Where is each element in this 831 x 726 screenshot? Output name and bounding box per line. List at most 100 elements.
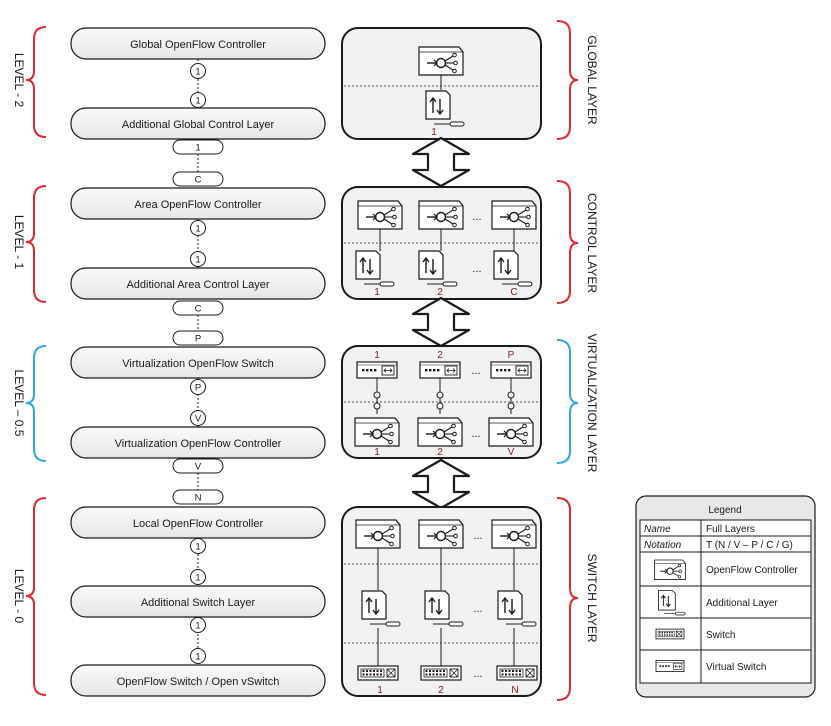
global-layer-panel: 1	[341, 27, 542, 140]
openflow-controller-icon	[488, 417, 534, 447]
openflow-controller-icon	[354, 417, 400, 447]
area-openflow-controller-label: Area OpenFlow Controller	[134, 199, 262, 211]
control-layer-number: 2	[437, 287, 443, 298]
level-0-connector-2: 1	[195, 573, 200, 584]
openflow-controller-icon	[418, 200, 464, 230]
openflow-controller-icon	[491, 200, 537, 230]
double-arrow-icon	[411, 296, 471, 348]
level-05-bracket	[25, 345, 47, 462]
legend-title: Legend	[708, 505, 741, 516]
control-layer-number: 1	[374, 287, 380, 298]
legend: Legend Name Full Layers Notation T (N / …	[635, 495, 816, 698]
level-1-label: LEVEL - 1	[12, 215, 26, 270]
switch-icon	[655, 628, 685, 640]
level-1-group: LEVEL - 1 Area OpenFlow Controller 1 1 A…	[12, 185, 326, 303]
level-0-bracket	[25, 497, 47, 696]
control-layer-label: CONTROL LAYER	[585, 193, 599, 293]
ellipsis: ...	[473, 668, 482, 680]
control-layer-group: CONTROL LAYER	[556, 180, 599, 304]
virtualization-openflow-controller-box	[70, 426, 326, 459]
global-layer-group: GLOBAL LAYER	[556, 20, 599, 140]
ellipsis: ...	[472, 211, 481, 223]
switch-layer-number: 2	[438, 685, 444, 696]
additional-global-control-layer-label: Additional Global Control Layer	[122, 119, 275, 131]
level-2-label: LEVEL - 2	[12, 53, 26, 108]
double-arrow-icon	[411, 458, 471, 510]
inter-level-tags-1: 1 C	[172, 139, 224, 187]
virtualization-bottom-number: V	[508, 447, 515, 458]
level-0-label: LEVEL - 0	[12, 569, 26, 624]
ellipsis: ...	[473, 603, 482, 615]
level-05-label: LEVEL – 0.5	[12, 370, 26, 437]
ellipsis: ...	[472, 263, 481, 275]
openflow-controller-icon	[418, 519, 464, 549]
switch-layer-panel: ... ... ... 1 2 N	[341, 506, 542, 697]
virtual-switch-icon	[655, 659, 685, 673]
openflow-switch-box	[70, 664, 326, 697]
switch-layer-label: SWITCH LAYER	[585, 553, 599, 642]
level-1-connector-top: 1	[195, 224, 200, 235]
virtualization-openflow-controller-label: Virtualization OpenFlow Controller	[115, 438, 282, 450]
virtualization-openflow-switch-label: Virtualization OpenFlow Switch	[122, 358, 273, 370]
additional-switch-layer-label: Additional Switch Layer	[141, 597, 256, 609]
additional-area-control-layer-box	[70, 267, 326, 300]
level-05-group: LEVEL – 0.5 Virtualization OpenFlow Swit…	[12, 345, 326, 462]
control-layer-bracket	[556, 180, 579, 304]
virtualization-top-number: P	[508, 350, 515, 361]
level-0-connector-3: 1	[195, 621, 200, 632]
switch-icon	[496, 665, 538, 681]
level-05-connector-bottom: V	[195, 414, 202, 425]
level-2-bracket	[25, 26, 47, 138]
switch-icon	[357, 665, 399, 681]
inter-tag-upper: C	[195, 304, 202, 315]
level-2-connector-bottom: 1	[195, 96, 200, 107]
additional-area-control-layer-label: Additional Area Control Layer	[126, 279, 269, 291]
switch-layer-group: SWITCH LAYER	[556, 497, 599, 701]
virtualization-bottom-number: 2	[437, 447, 443, 458]
switch-layer-bracket	[556, 497, 579, 701]
control-layer-number: C	[510, 287, 517, 298]
switch-layer-number: 1	[377, 685, 383, 696]
ellipsis: ...	[471, 428, 480, 440]
legend-notation-key: Notation	[644, 540, 682, 551]
openflow-controller-icon	[418, 46, 464, 76]
inter-tag-upper: V	[195, 462, 202, 473]
openflow-controller-icon	[357, 200, 403, 230]
global-layer-bracket	[556, 20, 579, 140]
inter-tag-lower: C	[195, 175, 202, 186]
legend-virtual-switch-label: Virtual Switch	[706, 662, 766, 673]
global-layer-label: GLOBAL LAYER	[585, 35, 599, 125]
level-0-connector-1: 1	[195, 542, 200, 553]
level-1-bracket	[25, 185, 47, 303]
virtualization-layer-panel: 1 2 P ... ... 1 2 V	[341, 345, 542, 459]
inter-tag-lower: P	[195, 334, 201, 345]
openflow-controller-icon	[654, 559, 686, 581]
level-05-connector-top: P	[195, 383, 201, 394]
openflow-controller-icon	[491, 519, 537, 549]
legend-name-key: Name	[644, 524, 671, 535]
virtualization-layer-group: VIRTUALIZATION LAYER	[556, 334, 599, 473]
virtualization-top-number: 1	[374, 350, 380, 361]
virtualization-top-number: 2	[437, 350, 443, 361]
legend-notation-value: T (N / V – P / C / G)	[706, 540, 793, 551]
global-layer-number: 1	[431, 127, 437, 138]
virtualization-layer-label: VIRTUALIZATION LAYER	[585, 334, 599, 473]
switch-layer-number: N	[511, 685, 518, 696]
level-1-connector-bottom: 1	[195, 255, 200, 266]
level-0-connector-4: 1	[195, 652, 200, 663]
inter-level-tags-3: V N	[172, 458, 224, 505]
level-2-connector-top: 1	[195, 67, 200, 78]
virtualization-layer-bracket	[556, 339, 579, 464]
level-2-group: LEVEL - 2 Global OpenFlow Controller 1 1…	[12, 26, 326, 140]
switch-icon	[420, 665, 462, 681]
ellipsis: ...	[473, 530, 482, 542]
legend-name-value: Full Layers	[706, 524, 755, 535]
inter-tag-lower: N	[195, 493, 202, 504]
inter-tag-upper: 1	[195, 143, 200, 154]
virtual-switch-icon	[356, 361, 398, 379]
inter-level-tags-2: C P	[172, 300, 224, 346]
openflow-controller-icon	[355, 519, 401, 549]
virtual-switch-icon	[490, 361, 532, 379]
openflow-switch-label: OpenFlow Switch / Open vSwitch	[117, 676, 280, 688]
